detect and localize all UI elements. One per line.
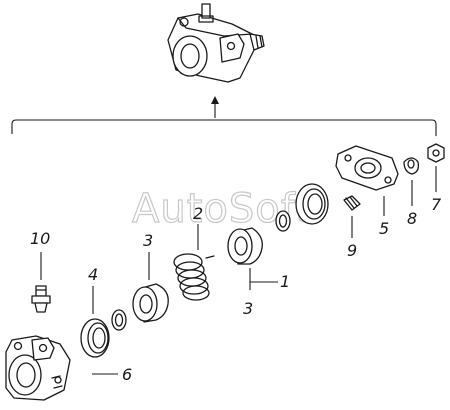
- callout-9: 9: [347, 241, 357, 260]
- assembly-arrow: [211, 96, 219, 118]
- part-4-ring: [80, 318, 110, 358]
- part-7-nut: [427, 143, 445, 163]
- part-2-spring: [173, 253, 215, 301]
- grouping-bracket: [11, 119, 437, 136]
- part-6-housing: [5, 335, 71, 401]
- part-3-bushing-right: [227, 227, 263, 265]
- washer-small: [111, 309, 127, 331]
- assembled-housing: [167, 3, 265, 83]
- callout-5: 5: [379, 219, 389, 238]
- callout-8: 8: [407, 209, 417, 228]
- callout-3-left: 3: [143, 231, 153, 250]
- part-3-bushing: [132, 283, 169, 323]
- part-10-fitting: [31, 285, 51, 313]
- part-5-flange: [335, 145, 399, 191]
- callout-7: 7: [431, 195, 442, 214]
- seal-ring-large: [295, 183, 329, 225]
- callout-6: 6: [122, 365, 132, 384]
- callout-4: 4: [88, 265, 98, 284]
- callout-10: 10: [30, 229, 50, 248]
- callout-1: 1: [280, 272, 290, 291]
- washer-right: [275, 210, 291, 232]
- callout-2: 2: [193, 204, 203, 223]
- callout-3-right: 3: [243, 299, 253, 318]
- part-8-lock-washer: [403, 157, 420, 175]
- leader-lines: [40, 166, 437, 375]
- part-9-stud: [343, 195, 361, 211]
